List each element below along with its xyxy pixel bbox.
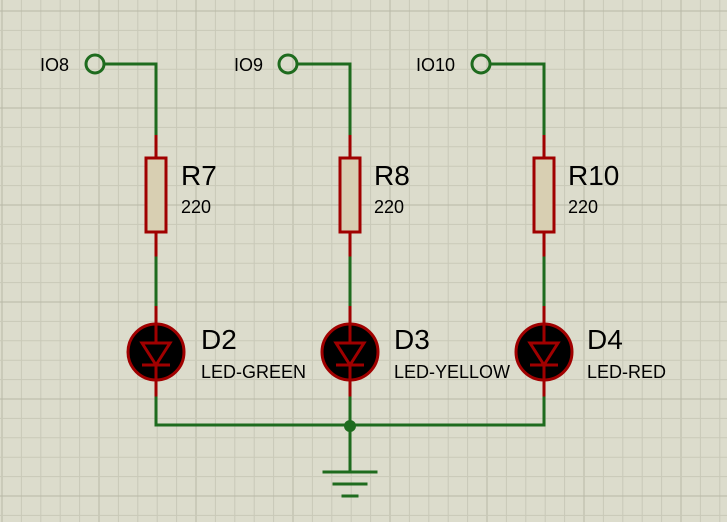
terminal-label: IO9: [234, 55, 263, 75]
led-value: LED-GREEN: [201, 362, 306, 382]
terminal-label: IO8: [40, 55, 69, 75]
led-ref: D2: [201, 324, 237, 355]
led-ref: D3: [394, 324, 430, 355]
diode-symbol-icon: [527, 324, 561, 380]
branch-io8: IO8 R7 220 D2 LED-GREEN: [40, 53, 306, 398]
wire: [102, 62, 158, 137]
diode-symbol-icon: [333, 324, 367, 380]
resistor-value: 220: [374, 197, 404, 217]
resistor-ref: R7: [181, 160, 217, 191]
wire: [488, 62, 546, 137]
resistor-value: 220: [181, 197, 211, 217]
terminal-io8-icon[interactable]: [84, 53, 106, 75]
branch-io10: IO10 R10 220 D4 LED-RED: [416, 53, 666, 398]
led-ref: D4: [587, 324, 623, 355]
wire: [295, 62, 352, 137]
resistor-ref: R10: [568, 160, 619, 191]
resistor-r7[interactable]: [144, 156, 168, 234]
led-value: LED-RED: [587, 362, 666, 382]
resistor-r8[interactable]: [338, 156, 362, 234]
resistor-ref: R8: [374, 160, 410, 191]
branch-io9: IO9 R8 220 D3 LED-YELLOW: [234, 53, 510, 398]
diode-symbol-icon: [139, 324, 173, 380]
resistor-value: 220: [568, 197, 598, 217]
led-value: LED-YELLOW: [394, 362, 510, 382]
terminal-label: IO10: [416, 55, 455, 75]
terminal-io9-icon[interactable]: [277, 53, 299, 75]
resistor-r10[interactable]: [532, 156, 556, 234]
ground-icon[interactable]: [322, 470, 378, 498]
